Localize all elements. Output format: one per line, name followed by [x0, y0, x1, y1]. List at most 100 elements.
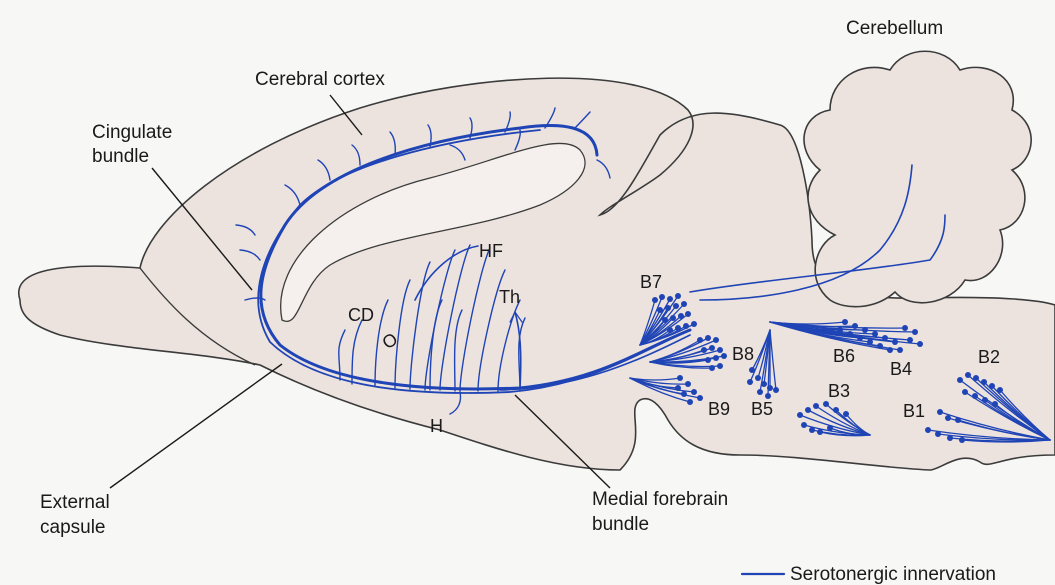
cell-body-dot: [842, 319, 848, 325]
cell-body-dot: [962, 389, 968, 395]
cell-body-dot: [882, 335, 888, 341]
cell-body-dot: [673, 303, 679, 309]
cell-body-dot: [902, 325, 908, 331]
cell-body-dot: [713, 355, 719, 361]
label-mfb-1: Medial forebrain: [592, 489, 728, 510]
cell-body-dot: [675, 385, 681, 391]
cell-body-dot: [957, 377, 963, 383]
cell-body-dot: [862, 327, 868, 333]
cell-body-dot: [691, 389, 697, 395]
cell-body-dot: [652, 297, 658, 303]
label-nucleus-b6: B6: [833, 346, 855, 366]
cell-body-dot: [852, 323, 858, 329]
cell-body-dot: [847, 331, 853, 337]
cell-body-dot: [717, 363, 723, 369]
cell-body-dot: [989, 383, 995, 389]
cell-body-dot: [747, 379, 753, 385]
cerebellum: [804, 51, 1031, 306]
cell-body-dot: [797, 412, 803, 418]
cell-body-dot: [667, 296, 673, 302]
cell-body-dot: [912, 329, 918, 335]
cell-body-dot: [907, 337, 913, 343]
cell-body-dot: [817, 429, 823, 435]
cell-body-dot: [897, 347, 903, 353]
label-cingulate-1: Cingulate: [92, 122, 172, 143]
cell-body-dot: [681, 301, 687, 307]
cell-body-dot: [917, 341, 923, 347]
label-mfb-2: bundle: [592, 514, 649, 535]
cell-body-dot: [937, 409, 943, 415]
cell-body-dot: [657, 307, 663, 313]
cell-body-dot: [805, 407, 811, 413]
cell-body-dot: [665, 305, 671, 311]
label-nucleus-b3: B3: [828, 381, 850, 401]
cell-body-dot: [872, 331, 878, 337]
cell-body-dot: [767, 385, 773, 391]
label-cd: CD: [348, 305, 374, 325]
cell-body-dot: [892, 339, 898, 345]
cell-body-dot: [965, 372, 971, 378]
cell-body-dot: [705, 335, 711, 341]
cell-body-dot: [757, 389, 763, 395]
label-nucleus-b5: B5: [751, 399, 773, 419]
cell-body-dot: [675, 325, 681, 331]
label-nucleus-b2: B2: [978, 347, 1000, 367]
label-nucleus-b7: B7: [640, 272, 662, 292]
cell-body-dot: [982, 397, 988, 403]
cell-body-dot: [697, 395, 703, 401]
cell-body-dot: [709, 365, 715, 371]
label-cingulate-2: bundle: [92, 146, 149, 167]
cell-body-dot: [685, 311, 691, 317]
cell-body-dot: [809, 427, 815, 433]
label-external-1: External: [40, 492, 110, 513]
cell-body-dot: [681, 391, 687, 397]
cell-body-dot: [877, 343, 883, 349]
cell-body-dot: [677, 375, 683, 381]
cell-body-dot: [687, 399, 693, 405]
legend-label: Serotonergic innervation: [790, 564, 996, 585]
cell-body-dot: [981, 379, 987, 385]
cell-body-dot: [837, 327, 843, 333]
cell-body-dot: [773, 387, 779, 393]
label-h: H: [430, 416, 443, 436]
cell-body-dot: [867, 339, 873, 345]
cell-body-dot: [955, 417, 961, 423]
cell-body-dot: [887, 347, 893, 353]
cell-body-dot: [709, 345, 715, 351]
cell-body-dot: [813, 403, 819, 409]
cell-body-dot: [857, 335, 863, 341]
cell-body-dot: [761, 381, 767, 387]
label-nucleus-b9: B9: [708, 399, 730, 419]
cell-body-dot: [823, 401, 829, 407]
cell-body-dot: [678, 313, 684, 319]
cell-body-dot: [670, 315, 676, 321]
cell-body-dot: [925, 427, 931, 433]
label-cerebellum: Cerebellum: [846, 18, 943, 39]
cell-body-dot: [659, 294, 665, 300]
cell-body-dot: [717, 347, 723, 353]
cell-body-dot: [801, 422, 807, 428]
cell-body-dot: [945, 415, 951, 421]
leader-external-capsule: [110, 364, 282, 488]
cell-body-dot: [959, 437, 965, 443]
cell-body-dot: [675, 293, 681, 299]
cell-body-dot: [683, 323, 689, 329]
cell-body-dot: [685, 381, 691, 387]
cell-body-dot: [662, 317, 668, 323]
cell-body-dot: [843, 411, 849, 417]
cell-body-dot: [972, 393, 978, 399]
cell-body-dot: [947, 435, 953, 441]
cell-body-dot: [701, 347, 707, 353]
cell-body-dot: [667, 327, 673, 333]
label-nucleus-b1: B1: [903, 401, 925, 421]
label-external-2: capsule: [40, 517, 106, 538]
label-nucleus-b8: B8: [732, 344, 754, 364]
cell-body-dot: [721, 353, 727, 359]
cell-body-dot: [833, 407, 839, 413]
cell-body-dot: [755, 375, 761, 381]
cell-body-dot: [749, 367, 755, 373]
cell-body-dot: [827, 425, 833, 431]
cell-body-dot: [691, 321, 697, 327]
cell-body-dot: [697, 337, 703, 343]
